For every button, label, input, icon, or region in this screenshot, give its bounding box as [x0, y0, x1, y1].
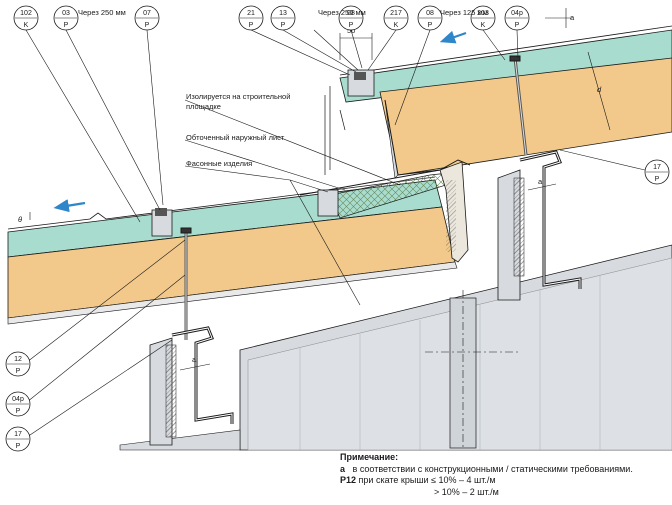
tag-callouts: 102K03P07P21P13P08P217K08P203K04pP17P12P… [5, 5, 670, 452]
dim-a-right: a [538, 177, 543, 186]
note-block: Примечание: a в соответствии с конструкц… [340, 452, 670, 498]
note-a-text: в соответствии с конструкционными / стат… [352, 463, 633, 474]
tag-type: P [281, 22, 286, 29]
tag-type: P [64, 22, 69, 29]
spacing-label-left: Через 250 мм [78, 8, 126, 17]
tag-number: 203 [477, 10, 489, 17]
tag-number: 07 [143, 10, 151, 17]
tag-2: 07P [134, 5, 160, 31]
tag-type: P [249, 22, 254, 29]
tag-4: 13P [270, 5, 296, 31]
dimension-lines [29, 8, 611, 371]
note-a-key: a [340, 463, 346, 474]
tag-type: P [515, 22, 520, 29]
tag-7: 08P [417, 5, 443, 31]
dim-a-top: a [570, 13, 575, 22]
dim-theta: θ [18, 215, 22, 224]
right-steel-column [497, 169, 525, 301]
tag-1: 03P [53, 5, 79, 31]
tag-type: P [145, 22, 150, 29]
callout-shaped-products: Фасонные изделия [186, 159, 252, 168]
note-p12-text: при скате крыши ≤ 10% – 4 шт./м [358, 475, 496, 485]
callout-trimmed-sheet: Обточенный наружный лист [186, 133, 285, 142]
tag-number: 03 [62, 10, 70, 17]
spacing-label-mid: Через 250 мм [318, 8, 366, 17]
tag-type: K [394, 22, 399, 29]
tag-type: P [16, 408, 21, 415]
tag-number: 17 [14, 431, 22, 438]
tag-type: P [16, 368, 21, 375]
spacing-label-right: Через 125 мм [440, 8, 488, 17]
tag-number: 13 [279, 10, 287, 17]
tag-type: P [655, 176, 660, 183]
tag-3: 21P [238, 5, 264, 31]
upper-roof-panel [339, 25, 672, 179]
callout-insulated-line2: площадке [186, 102, 221, 111]
tag-5: 08P [338, 5, 364, 31]
tag-number: 08 [347, 10, 355, 17]
leader-lines [25, 29, 646, 438]
slope-arrows [53, 30, 467, 213]
tag-type: P [349, 22, 354, 29]
upper-panel-bracket [347, 69, 375, 97]
note-p12-text2: > 10% – 2 шт./м [434, 486, 499, 497]
lower-wall-structure [119, 244, 672, 451]
dim-a-left: a [192, 355, 197, 364]
left-steel-column [149, 337, 177, 446]
callout-insulated-line1: Изолируется на строительной [186, 92, 290, 101]
step-flashing [299, 99, 471, 263]
tag-type: K [24, 22, 29, 29]
tag-10: 17P [644, 159, 670, 185]
tag-number: 04p [511, 10, 523, 17]
fastener-screws [180, 55, 528, 340]
tag-number: 217 [390, 10, 402, 17]
lower-panel-brackets [151, 189, 339, 237]
dim-d: d [597, 85, 602, 94]
note-title: Примечание: [340, 452, 399, 462]
tag-number: 102 [20, 10, 32, 17]
tag-number: 12 [14, 356, 22, 363]
tag-number: 08 [426, 10, 434, 17]
vertical-trim-lines [324, 86, 346, 175]
tag-type: P [428, 22, 433, 29]
note-p12-key: P12 [340, 475, 357, 485]
tag-number: 04p [12, 396, 24, 403]
tag-11: 12P [5, 351, 31, 377]
tag-type: P [16, 443, 21, 450]
tag-number: 17 [653, 164, 661, 171]
tag-type: K [481, 22, 486, 29]
tag-number: 21 [247, 10, 255, 17]
tag-13: 17P [5, 426, 31, 452]
